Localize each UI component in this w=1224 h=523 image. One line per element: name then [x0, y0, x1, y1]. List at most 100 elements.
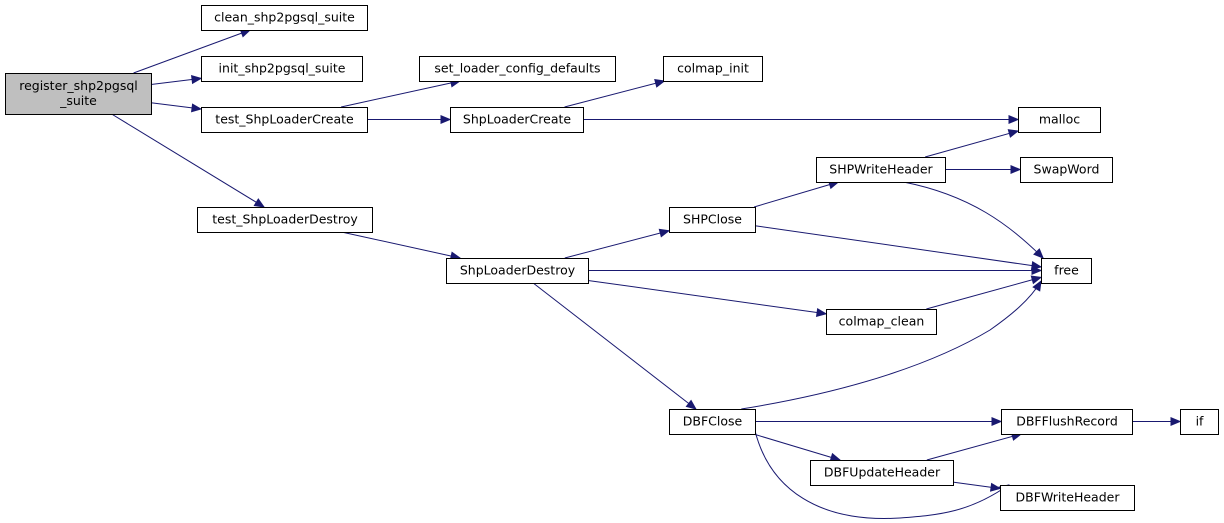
node-colmap_clean[interactable]: colmap_clean — [826, 309, 937, 335]
node-label: ShpLoaderCreate — [463, 112, 571, 127]
edge-test_destroy-to-loader_destroy — [341, 231, 461, 259]
node-label: SHPWriteHeader — [829, 162, 933, 177]
edge-colmap_clean-to-free — [926, 276, 1042, 310]
node-box — [669, 207, 756, 233]
node-label: free — [1054, 263, 1079, 278]
arrowhead — [654, 78, 666, 88]
node-dbfclose[interactable]: DBFClose — [669, 409, 756, 435]
arrowhead — [989, 482, 1002, 492]
node-if[interactable]: if — [1180, 409, 1219, 435]
edge-shpwriteheader-to-free — [903, 181, 1044, 259]
arrowhead — [191, 103, 203, 113]
node-colmap_init[interactable]: colmap_init — [663, 56, 763, 82]
node-loader_create[interactable]: ShpLoaderCreate — [450, 107, 584, 133]
node-label: register_shp2pgsql — [19, 78, 138, 93]
arrowhead — [815, 307, 828, 317]
node-label: _suite — [59, 93, 97, 108]
node-label: ShpLoaderDestroy — [460, 263, 576, 278]
node-shpclose[interactable]: SHPClose — [669, 207, 756, 233]
arrowhead — [991, 416, 1003, 427]
node-label: test_ShpLoaderDestroy — [212, 212, 358, 227]
node-box — [450, 107, 584, 133]
edge-shpclose-to-shpwriteheader — [753, 181, 839, 208]
node-swapword[interactable]: SwapWord — [1020, 157, 1113, 183]
node-box — [1020, 157, 1113, 183]
node-box — [810, 460, 954, 486]
edge-dbfclose-to-dbfwrite — [754, 430, 1009, 519]
node-box — [669, 409, 756, 435]
node-test_create[interactable]: test_ShpLoaderCreate — [201, 107, 368, 133]
node-clean[interactable]: clean_shp2pgsql_suite — [201, 5, 368, 31]
node-label: init_shp2pgsql_suite — [219, 61, 346, 76]
edge-loader_create-to-colmap_init — [564, 80, 665, 108]
node-label: DBFFlushRecord — [1016, 414, 1118, 429]
arrowhead — [1030, 275, 1043, 285]
node-label: DBFWriteHeader — [1016, 490, 1121, 505]
arrowhead — [1033, 248, 1044, 259]
arrowhead — [1010, 164, 1022, 175]
arrowhead — [829, 452, 842, 462]
node-label: malloc — [1039, 112, 1080, 127]
edge-test_create-to-set_defaults — [341, 80, 460, 108]
node-set_defaults[interactable]: set_loader_config_defaults — [419, 56, 616, 82]
node-label: set_loader_config_defaults — [434, 61, 600, 76]
node-box — [419, 56, 616, 82]
node-label: colmap_init — [677, 61, 749, 76]
nodes-layer: register_shp2pgsql_suite clean_shp2pgsql_… — [5, 5, 1219, 511]
node-box — [1041, 258, 1092, 284]
node-free[interactable]: free — [1041, 258, 1092, 284]
node-label: DBFUpdateHeader — [824, 465, 941, 480]
node-dbfflush[interactable]: DBFFlushRecord — [1001, 409, 1133, 435]
node-malloc[interactable]: malloc — [1018, 107, 1101, 133]
edge-dbfupdate-to-dbfflush — [926, 433, 1022, 461]
node-box — [5, 73, 152, 115]
arrowhead — [1008, 114, 1020, 125]
edge-shpwriteheader-to-malloc — [924, 130, 1019, 158]
arrowhead — [1170, 416, 1182, 427]
edge-dbfclose-to-dbfupdate — [753, 433, 841, 461]
arrowhead — [1030, 261, 1043, 271]
node-box — [1001, 409, 1133, 435]
node-shpwriteheader[interactable]: SHPWriteHeader — [816, 157, 946, 183]
node-box — [201, 107, 368, 133]
arrowhead — [1032, 280, 1042, 292]
arrowhead — [191, 75, 203, 85]
edge-loader_destroy-to-shpclose — [564, 230, 670, 259]
node-box — [663, 56, 763, 82]
node-label: test_ShpLoaderCreate — [215, 112, 354, 127]
edge-register-to-clean — [133, 29, 251, 74]
node-dbfwrite[interactable]: DBFWriteHeader — [1000, 485, 1135, 511]
arrowhead — [440, 114, 452, 125]
node-box — [1000, 485, 1135, 511]
node-label: if — [1196, 414, 1204, 429]
node-box — [201, 5, 368, 31]
node-box — [201, 56, 363, 82]
node-init[interactable]: init_shp2pgsql_suite — [201, 56, 363, 82]
node-label: SwapWord — [1034, 162, 1100, 177]
node-register[interactable]: register_shp2pgsql_suite — [5, 73, 152, 115]
arrowhead — [658, 228, 671, 238]
edge-loader_destroy-to-colmap_clean — [587, 279, 827, 315]
edge-register-to-test_destroy — [111, 113, 265, 208]
node-box — [1018, 107, 1101, 133]
edge-dbfclose-to-free — [741, 280, 1042, 410]
node-box — [446, 258, 589, 284]
node-label: DBFClose — [683, 414, 743, 429]
edges-layer — [111, 29, 1182, 519]
arrowhead — [253, 198, 266, 208]
node-box — [816, 157, 946, 183]
node-test_destroy[interactable]: test_ShpLoaderDestroy — [197, 207, 373, 233]
node-box — [197, 207, 373, 233]
node-dbfupdate[interactable]: DBFUpdateHeader — [810, 460, 954, 486]
node-label: SHPClose — [683, 212, 742, 227]
edge-loader_destroy-to-dbfclose — [532, 282, 697, 410]
node-label: colmap_clean — [839, 314, 925, 329]
node-label: clean_shp2pgsql_suite — [214, 10, 355, 25]
node-box — [826, 309, 937, 335]
node-box — [1180, 409, 1219, 435]
node-loader_destroy[interactable]: ShpLoaderDestroy — [446, 258, 589, 284]
edge-shpclose-to-free — [754, 225, 1042, 268]
arrowhead — [685, 399, 697, 410]
arrowhead — [1007, 129, 1020, 138]
